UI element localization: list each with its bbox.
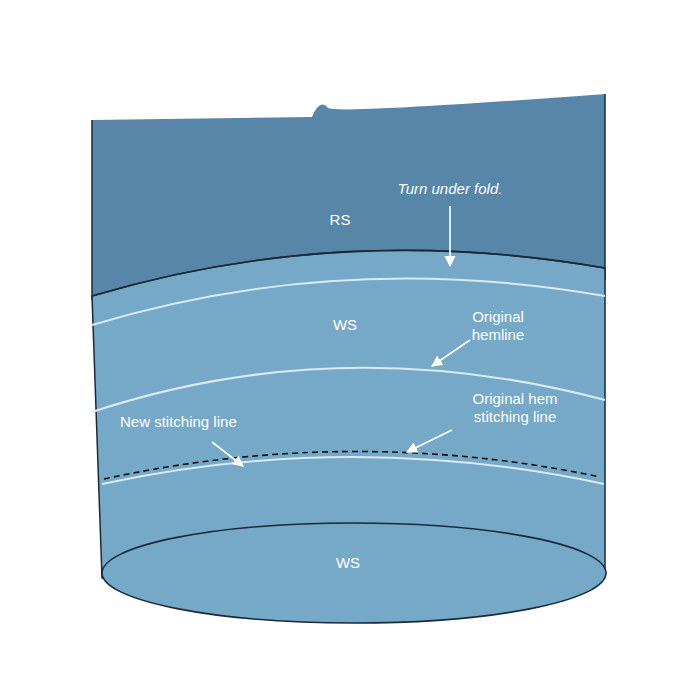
side-label: WS [315, 316, 375, 334]
leader-arrow [407, 430, 452, 452]
leader-arrow [432, 340, 470, 366]
leader-arrow [212, 442, 243, 466]
line-label: New stitching line [120, 413, 290, 431]
side-label: WS [318, 554, 378, 572]
hem-opening [102, 523, 606, 623]
fold-label: Turn under fold. [360, 180, 540, 198]
leader-arrow [449, 206, 451, 266]
original-stitching-line [102, 457, 604, 484]
band-top-edge [92, 250, 605, 296]
line-label: Original hem stitching line [455, 390, 575, 426]
side-label: RS [310, 211, 370, 229]
line-label: Original hemline [448, 308, 548, 344]
new-stitching-line [104, 451, 600, 479]
